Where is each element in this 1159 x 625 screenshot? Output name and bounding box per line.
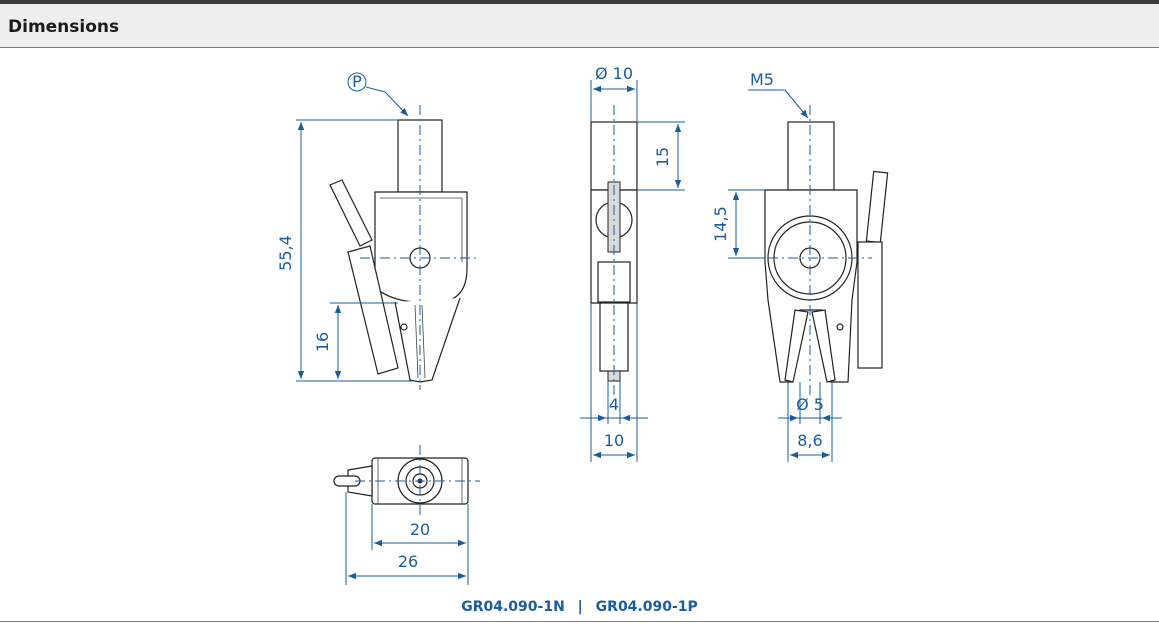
dim-width-4: 4 — [609, 395, 619, 414]
part-number-n: GR04.090-1N — [461, 599, 565, 615]
back-lever-lower — [857, 241, 883, 369]
bottom-rule — [0, 621, 1159, 622]
dim-bottom-width-26: 26 — [398, 552, 418, 571]
caption-separator: | — [577, 599, 583, 615]
top-bar — [0, 0, 1159, 4]
section-header: Dimensions — [0, 4, 1159, 48]
port-marker: P — [352, 72, 362, 91]
side-view: Ø 10 15 4 10 — [580, 64, 685, 462]
section-title: Dimensions — [8, 17, 120, 37]
part-number-p: GR04.090-1P — [595, 599, 698, 615]
dim-pivot-height: 14,5 — [711, 206, 730, 242]
dim-bottom-width-20: 20 — [410, 520, 430, 539]
dim-diameter-body: Ø 10 — [595, 64, 633, 83]
back-lever-upper — [865, 170, 889, 244]
dim-thread: M5 — [750, 70, 774, 89]
dim-width-10: 10 — [604, 431, 624, 450]
front-body — [374, 191, 468, 303]
dim-diameter-jaw: Ø 5 — [796, 395, 824, 414]
back-shaft — [787, 121, 835, 191]
part-number-caption: GR04.090-1N | GR04.090-1P — [0, 599, 1159, 615]
back-view: M5 14,5 Ø 5 8,6 — [711, 70, 889, 462]
dim-length-total: 55,4 — [276, 235, 295, 271]
dim-jaw-length: 16 — [313, 332, 332, 352]
dim-shaft-length: 15 — [653, 147, 672, 167]
top-view: 20 26 — [333, 445, 480, 585]
front-lever-lower — [347, 245, 399, 375]
front-jaw — [394, 297, 461, 383]
front-lever-upper — [329, 179, 373, 247]
dim-jaw-width: 8,6 — [797, 431, 822, 450]
front-view: P 55,4 16 — [276, 72, 480, 390]
